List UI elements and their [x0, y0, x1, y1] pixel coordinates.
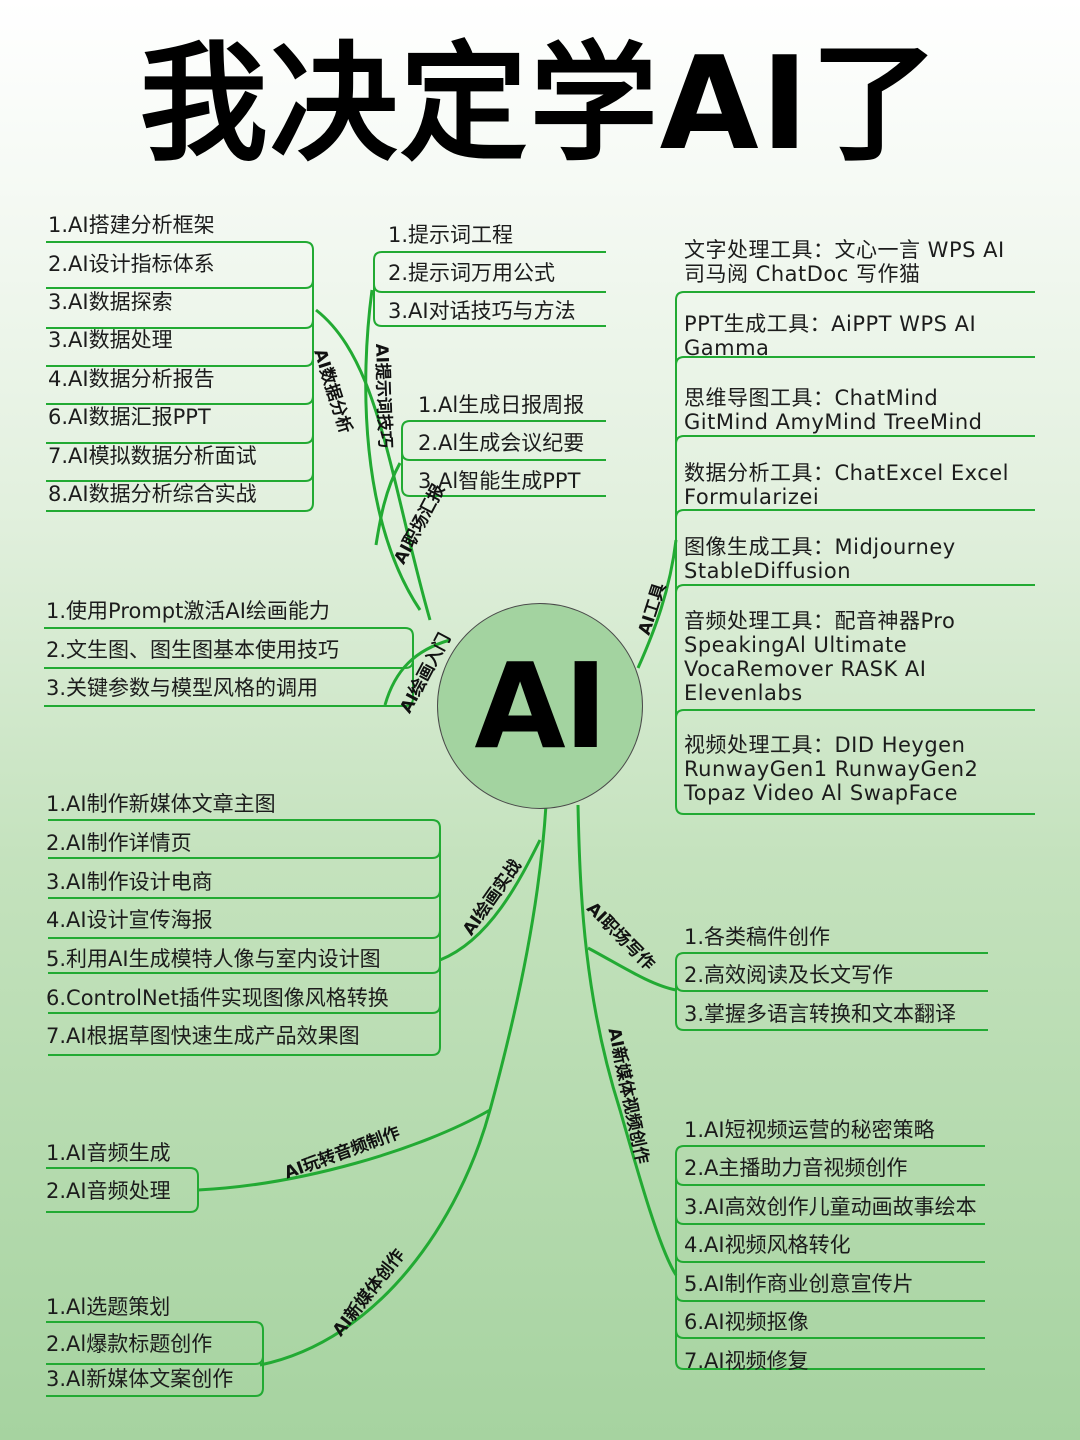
tool-item-data: 数据分析工具：ChatExcel Excel Formularizei — [684, 461, 1010, 509]
data-analysis-item: 1.AI搭建分析框架 — [48, 213, 215, 237]
data-analysis-item: 7.AI模拟数据分析面试 — [48, 444, 257, 468]
report-item: 3.Al智能生成PPT — [418, 469, 581, 493]
prompt-item: 1.提示词工程 — [388, 223, 514, 247]
drawing-practice-item: 1.AI制作新媒体文章主图 — [46, 792, 276, 816]
data-analysis-item: 3.AI数据探索 — [48, 290, 173, 314]
writing-item: 1.各类稿件创作 — [684, 925, 831, 949]
central-node: AI — [437, 603, 643, 809]
video-item: 1.AI短视频运营的秘密策略 — [684, 1118, 935, 1142]
tool-item-ppt: PPT生成工具：AiPPT WPS AI Gamma — [684, 312, 977, 360]
drawing-practice-item: 3.AI制作设计电商 — [46, 870, 213, 894]
tool-item-mindmap: 思维导图工具：ChatMind GitMind AmyMind TreeMind — [684, 386, 983, 434]
drawing-intro-item: 2.文生图、图生图基本使用技巧 — [46, 638, 340, 662]
writing-item: 3.掌握多语言转换和文本翻译 — [684, 1002, 957, 1026]
prompt-item: 3.AI对话技巧与方法 — [388, 299, 576, 323]
tool-item-text: 文字处理工具：文心一言 WPS AI 司马阅 ChatDoc 写作猫 — [684, 238, 1005, 286]
prompt-item: 2.提示词万用公式 — [388, 261, 556, 285]
drawing-practice-item: 7.AI根据草图快速生成产品效果图 — [46, 1024, 360, 1048]
video-item: 5.AI制作商业创意宣传片 — [684, 1272, 914, 1296]
drawing-intro-item: 3.关键参数与模型风格的调用 — [46, 676, 319, 700]
video-item: 4.AI视频风格转化 — [684, 1233, 851, 1257]
data-analysis-item: 4.AI数据分析报告 — [48, 367, 215, 391]
writing-item: 2.高效阅读及长文写作 — [684, 963, 894, 987]
audio-item: 1.AI音频生成 — [46, 1141, 171, 1165]
video-item: 7.AI视频修复 — [684, 1349, 809, 1373]
drawing-practice-item: 2.AI制作详情页 — [46, 831, 192, 855]
newmedia-item: 2.Al爆款标题创作 — [46, 1332, 213, 1356]
tool-item-image: 图像生成工具：Midjourney StableDiffusion — [684, 535, 956, 583]
data-analysis-item: 6.AI数据汇报PPT — [48, 405, 211, 429]
newmedia-item: 3.Al新媒体文案创作 — [46, 1367, 234, 1391]
branch-label-prompt: AI提示词技巧 — [371, 343, 395, 449]
newmedia-item: 1.Al选题策划 — [46, 1295, 171, 1319]
drawing-practice-item: 5.利用AI生成模特人像与室内设计图 — [46, 947, 381, 971]
report-item: 1.Al生成日报周报 — [418, 393, 585, 417]
video-item: 3.AI高效创作儿童动画故事绘本 — [684, 1195, 977, 1219]
drawing-intro-item: 1.使用Prompt激活AI绘画能力 — [46, 599, 330, 623]
report-item: 2.Al生成会议纪要 — [418, 431, 585, 455]
data-analysis-item: 2.AI设计指标体系 — [48, 252, 215, 276]
data-analysis-item: 8.AI数据分析综合实战 — [48, 482, 257, 506]
video-item: 6.AI视频抠像 — [684, 1310, 809, 1334]
page-title: 我决定学AI了 — [139, 30, 941, 179]
data-analysis-connectors — [46, 241, 314, 512]
drawing-practice-item: 4.AI设计宣传海报 — [46, 908, 213, 932]
tool-item-video: 视频处理工具：DID Heygen RunwayGen1 RunwayGen2 … — [684, 733, 979, 805]
data-analysis-item: 3.AI数据处理 — [48, 328, 173, 352]
audio-item: 2.AI音频处理 — [46, 1179, 171, 1203]
video-item: 2.A主播助力音视频创作 — [684, 1156, 908, 1180]
drawing-practice-item: 6.ControlNet插件实现图像风格转换 — [46, 986, 389, 1010]
tool-item-audio: 音频处理工具：配音神器Pro SpeakingAl Ultimate VocaR… — [684, 609, 956, 705]
